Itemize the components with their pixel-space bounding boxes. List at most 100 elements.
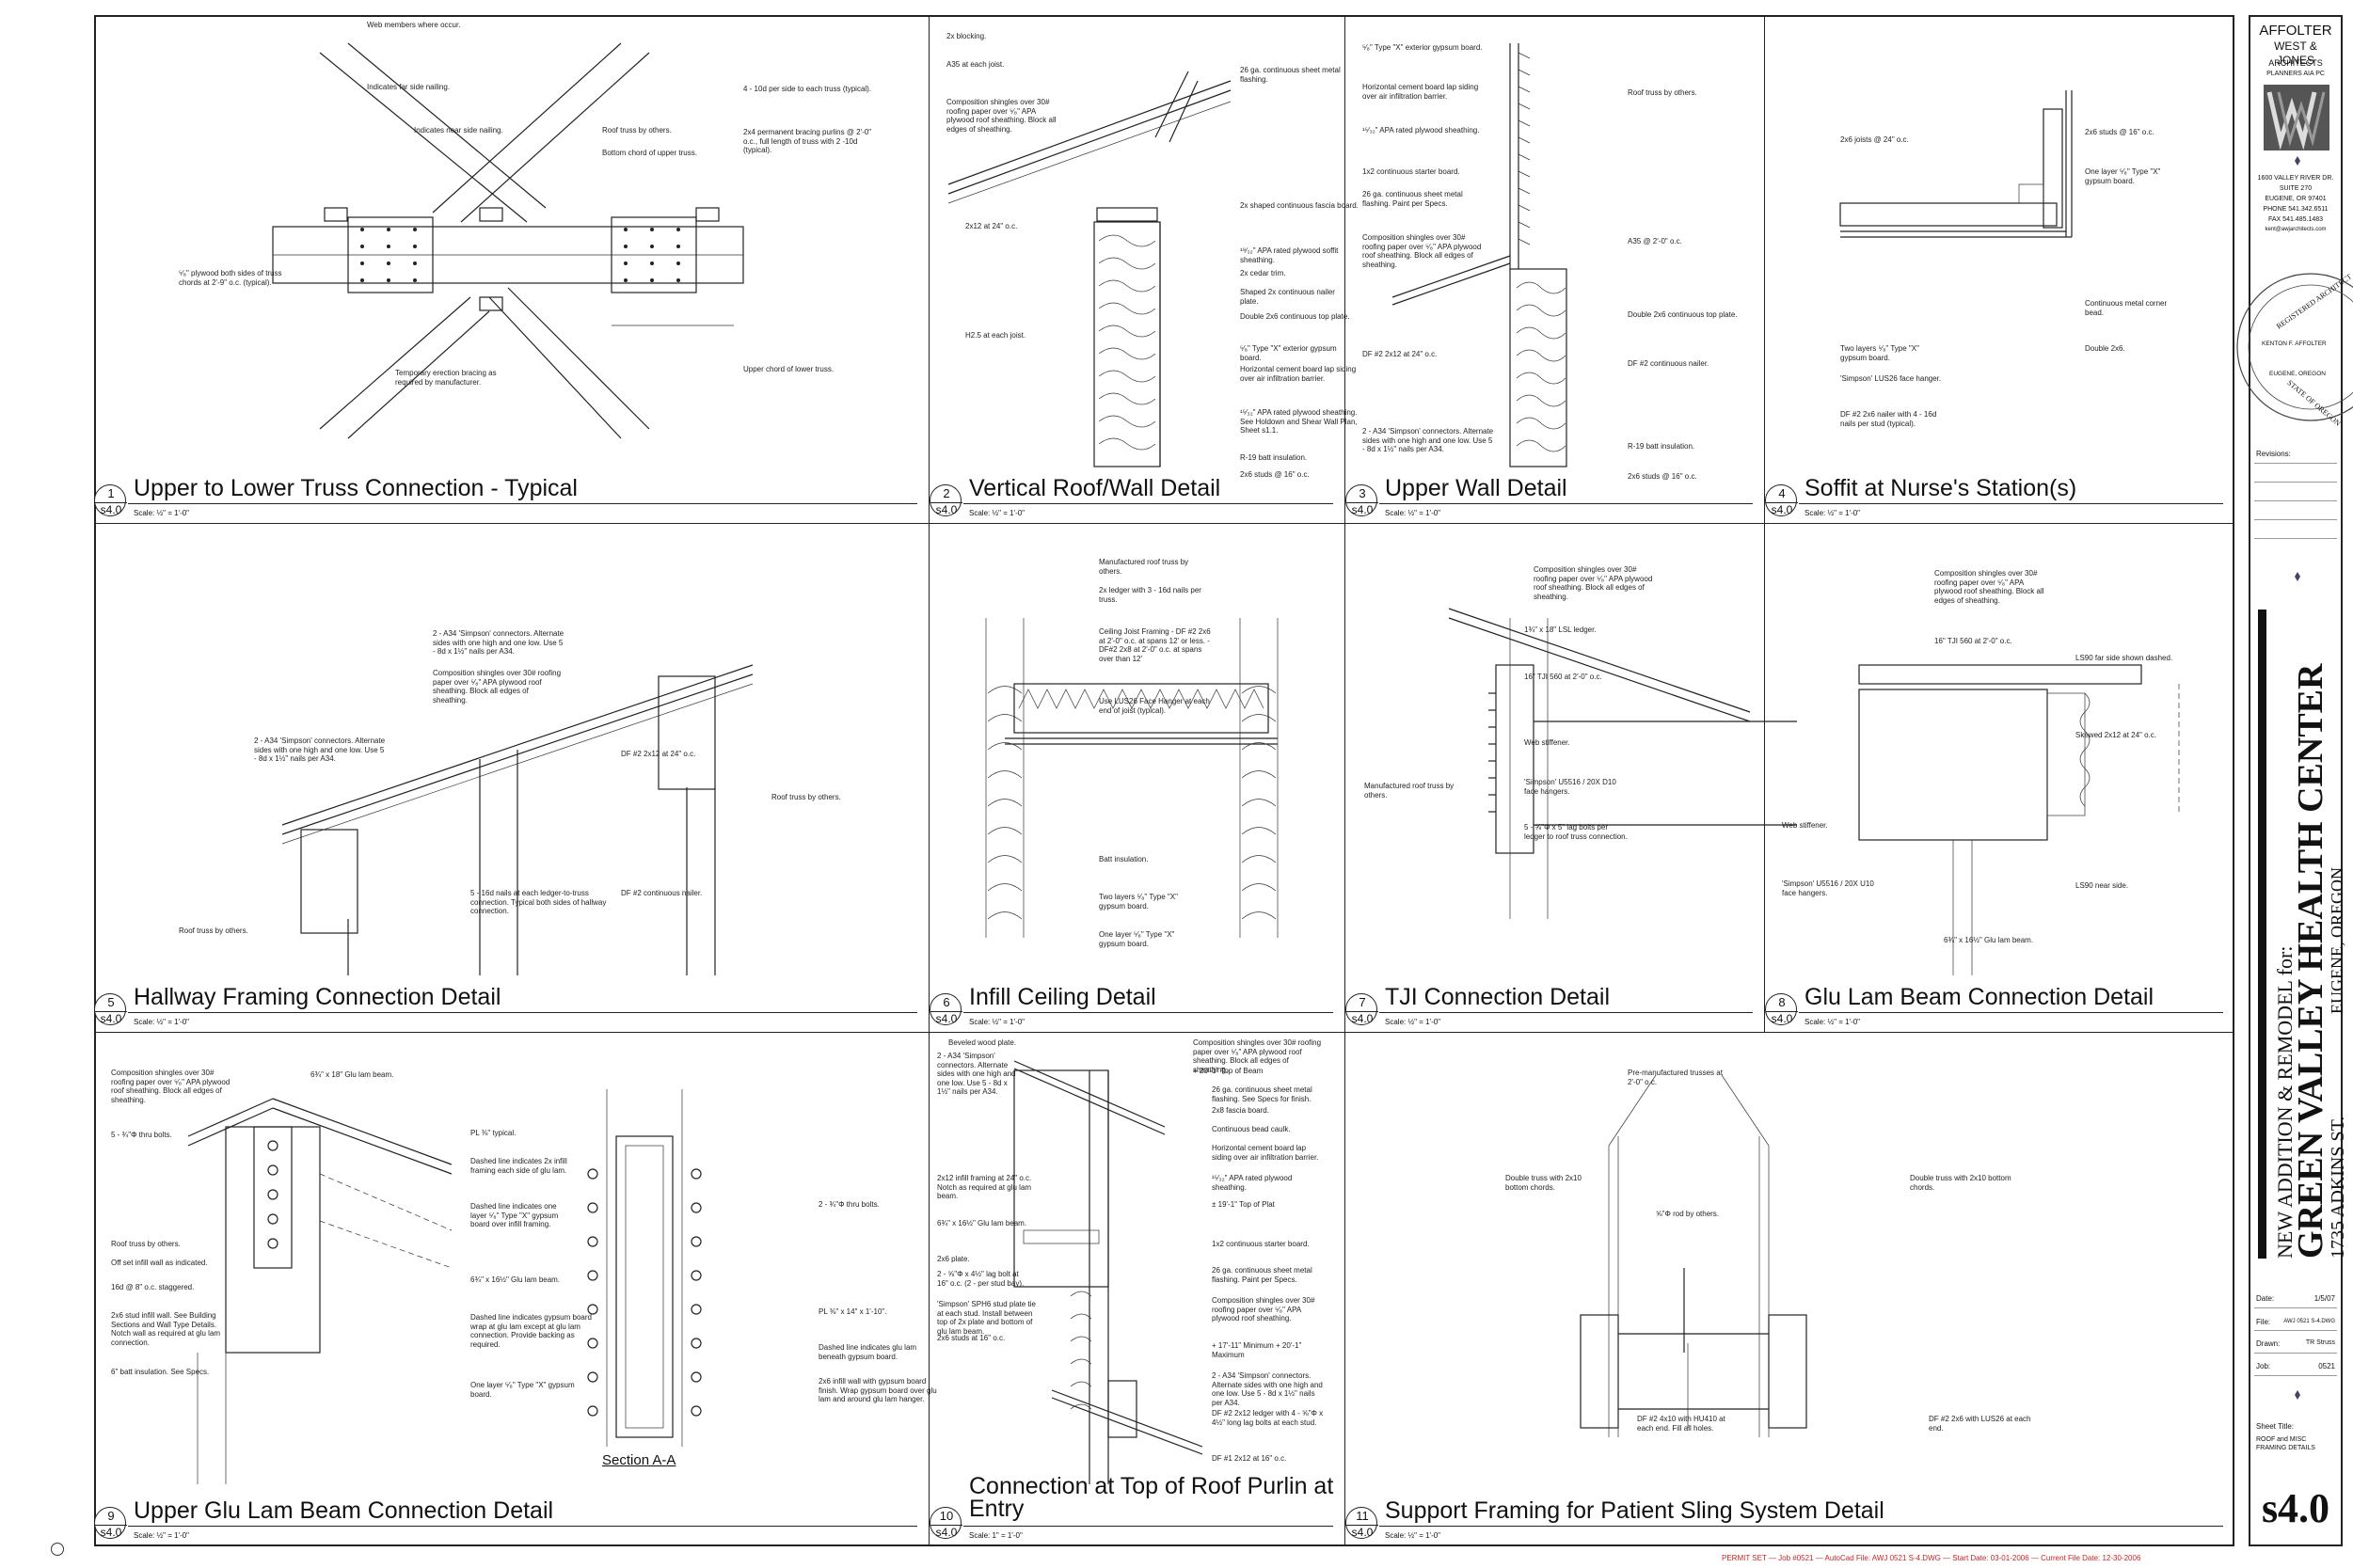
callout-note: Batt insulation. xyxy=(1099,855,1149,863)
callout-note: Roof truss by others. xyxy=(179,927,248,935)
callout-note: DF #2 continuous nailer. xyxy=(621,889,703,897)
callout-note: DF #2 2x6 nailer with 4 - 16d nails per … xyxy=(1840,410,1937,428)
callout-note: Horizontal cement board lap siding over … xyxy=(1240,365,1357,383)
callout-note: Upper chord of lower truss. xyxy=(743,365,835,373)
detail-title: Upper Glu Lam Beam Connection Detail xyxy=(134,1497,554,1524)
callout-note: Dashed line indicates one layer ⁵⁄₈" Typ… xyxy=(470,1202,559,1228)
revision-line xyxy=(2254,463,2337,464)
callout-note: 6¾" x 16½" Glu lam beam. xyxy=(937,1219,1027,1227)
drawn-value: TR Struss xyxy=(2305,1339,2335,1346)
title-underline xyxy=(128,1012,917,1013)
title-underline xyxy=(1799,1012,2223,1013)
detail-scale: Scale: ½" = 1'-0" xyxy=(1385,1531,1441,1540)
detail-linework xyxy=(947,71,1232,467)
callout-note: ± 19'-1" Top of Plat xyxy=(1212,1200,1275,1209)
callout-note: ⅝"Φ rod by others. xyxy=(1656,1210,1720,1218)
callout-note: Bottom chord of upper truss. xyxy=(602,149,697,157)
detail-panel-8: Composition shingles over 30# roofing pa… xyxy=(1765,524,2234,1033)
detail-sheet-ref: s4.0 xyxy=(1766,502,1798,516)
callout-note: Roof truss by others. xyxy=(1628,88,1697,97)
callout-note: 1x2 continuous starter board. xyxy=(1362,167,1460,176)
detail-linework xyxy=(985,618,1279,938)
footer-file-info: PERMIT SET — Job #0521 — AutoCad File: A… xyxy=(1722,1554,2141,1562)
callout-note: 4 - 10d per side to each truss (typical)… xyxy=(743,85,872,93)
callout-note: 2x6 studs @ 16" o.c. xyxy=(1628,472,1697,481)
title-underline xyxy=(1379,503,1753,504)
callout-note: Skewed 2x12 at 24" o.c. xyxy=(2075,731,2157,739)
callout-note: 2 - ⅝"Φ x 4½" lag bolt at 16" o.c. (2 - … xyxy=(937,1270,1025,1288)
detail-panel-6: Manufactured roof truss by others. 2x led… xyxy=(930,524,1345,1033)
callout-note: 2x4 permanent bracing purlins @ 2'-0" o.… xyxy=(743,128,872,154)
callout-note: LS90 near side. xyxy=(2075,881,2129,890)
callout-note: Composition shingles over 30# roofing pa… xyxy=(1534,565,1653,601)
callout-note: 2x6 studs at 16" o.c. xyxy=(937,1334,1006,1342)
detail-number: 11 xyxy=(1356,1509,1369,1523)
callout-note: Dashed line indicates gypsum board wrap … xyxy=(470,1313,592,1349)
callout-note: Use LUS26 Face Hanger at each end of joi… xyxy=(1099,697,1210,715)
callout-note: 2x6 stud infill wall. See Building Secti… xyxy=(111,1311,221,1347)
callout-note: Composition shingles over 30# roofing pa… xyxy=(946,98,1057,134)
file-row: File: AWJ 0521 S-4.DWG xyxy=(2254,1311,2337,1331)
callout-note: 26 ga. continuous sheet metal flashing. xyxy=(1240,66,1341,84)
detail-linework xyxy=(1448,608,1797,919)
detail-scale: Scale: ½" = 1'-0" xyxy=(134,1531,190,1540)
detail-scale: Scale: ½" = 1'-0" xyxy=(1804,1018,1861,1026)
file-value: AWJ 0521 S-4.DWG xyxy=(2283,1319,2335,1324)
detail-panel-5: 2 - A34 'Simpson' connectors. Alternate … xyxy=(94,524,930,1033)
callout-note: 2x12 infill framing at 24" o.c. Notch as… xyxy=(937,1174,1032,1200)
callout-note: 2 - A34 'Simpson' connectors. Alternate … xyxy=(433,629,564,656)
detail-title: Vertical Roof/Wall Detail xyxy=(969,475,1221,501)
callout-note: Roof truss by others. xyxy=(111,1240,181,1248)
detail-scale: Scale: ½" = 1'-0" xyxy=(1385,509,1441,517)
callout-note: 26 ga. continuous sheet metal flashing. … xyxy=(1362,190,1463,208)
callout-note: 'Simpson' LUS26 face hanger. xyxy=(1840,374,1942,383)
project-title-bar xyxy=(2258,610,2266,1259)
seal-city: EUGENE, OREGON xyxy=(2269,371,2326,377)
detail-number: 8 xyxy=(1778,995,1786,1009)
detail-number: 3 xyxy=(1359,486,1366,500)
callout-note: 6" batt insulation. See Specs. xyxy=(111,1368,210,1376)
callout-note: LS90 far side shown dashed. xyxy=(2075,654,2173,662)
drawn-label: Drawn: xyxy=(2256,1339,2281,1348)
revision-line xyxy=(2254,538,2337,539)
detail-linework xyxy=(272,42,744,439)
job-value: 0521 xyxy=(2318,1362,2335,1370)
callout-note: Double 2x6. xyxy=(2085,344,2125,353)
callout-note: R-19 batt insulation. xyxy=(1240,453,1308,462)
detail-scale: Scale: ½" = 1'-0" xyxy=(134,1018,190,1026)
callout-note: Composition shingles over 30# roofing pa… xyxy=(433,669,562,705)
detail-title: Upper to Lower Truss Connection - Typica… xyxy=(134,475,578,501)
detail-number: 5 xyxy=(107,995,115,1009)
detail-number: 7 xyxy=(1359,995,1366,1009)
detail-linework xyxy=(1013,1060,1203,1484)
callout-note: Manufactured roof truss by others. xyxy=(1099,558,1189,576)
callout-note: 16" TJI 560 at 2'-0" o.c. xyxy=(1934,637,2012,645)
firm-phone: PHONE 541.342.6511 xyxy=(2263,206,2329,213)
callout-note: H2.5 at each joist. xyxy=(965,331,1026,340)
callout-note: 2 - A34 'Simpson' connectors. Alternate … xyxy=(1362,427,1494,453)
callout-note: DF #2 2x6 with LUS26 at each end. xyxy=(1929,1415,2031,1433)
detail-number: 1 xyxy=(107,486,115,500)
callout-note: Roof truss by others. xyxy=(771,793,841,801)
callout-note: DF #1 2x12 at 16" o.c. xyxy=(1212,1454,1287,1463)
detail-title: Infill Ceiling Detail xyxy=(969,984,1156,1010)
firm-name-3: ARCHITECTS xyxy=(2268,58,2323,68)
revision-line xyxy=(2254,500,2337,501)
drawn-row: Drawn: TR Struss xyxy=(2254,1334,2337,1354)
detail-scale: Scale: ½" = 1'-0" xyxy=(1385,1018,1441,1026)
firm-logo xyxy=(2264,85,2329,150)
callout-note: 2x ledger with 3 - 16d nails per truss. xyxy=(1099,586,1201,604)
callout-note: Temporary erection bracing as required b… xyxy=(395,369,497,387)
detail-scale: Scale: ½" = 1'-0" xyxy=(134,509,190,517)
callout-note: ¹⁹⁄₃₂" APA rated plywood soffit sheathin… xyxy=(1240,246,1339,264)
title-underline xyxy=(128,1526,917,1527)
detail-sheet-ref: s4.0 xyxy=(930,1011,962,1025)
date-value: 1/5/07 xyxy=(2313,1294,2335,1303)
callout-note: DF #2 continuous nailer. xyxy=(1628,359,1709,368)
detail-title: Glu Lam Beam Connection Detail xyxy=(1804,984,2154,1010)
callout-note: ¹⁵⁄₃₂" APA rated plywood sheathing. xyxy=(1362,126,1480,135)
callout-note: 6¾" x 18" Glu lam beam. xyxy=(310,1070,394,1079)
